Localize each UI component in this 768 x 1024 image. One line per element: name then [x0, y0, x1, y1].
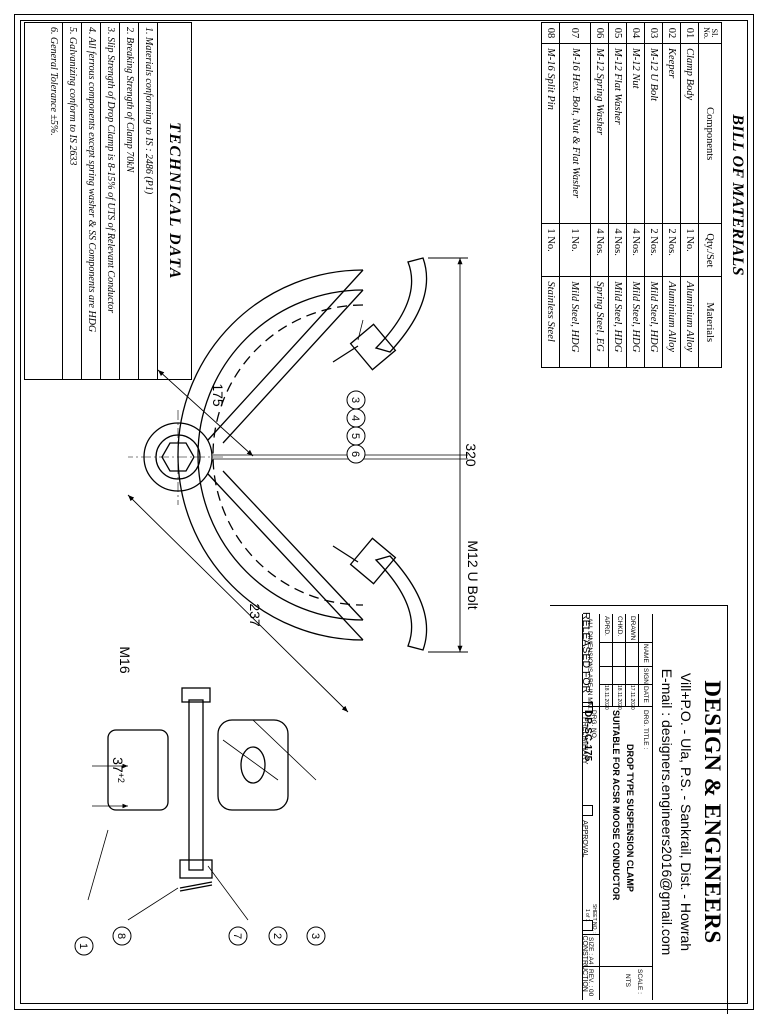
ubolt-label: M12 U Bolt [465, 540, 481, 609]
bolt-label: M16 [117, 646, 133, 673]
drg-title-line1: DROP TYPE SUSPENSION CLAMP [625, 744, 635, 892]
clamp-body [128, 269, 468, 641]
date-checked: 18.11.2020 [616, 685, 622, 710]
balloon [228, 926, 248, 946]
balloon [268, 926, 288, 946]
construction-label: CONSTRUCTION [581, 935, 588, 992]
side-cable-hole [240, 746, 266, 784]
balloon-label: 4 [349, 415, 361, 421]
leader-line [222, 739, 279, 781]
split-pin [179, 881, 213, 889]
preliminary-checkbox[interactable] [582, 702, 593, 714]
clamp-side-right-inner [222, 470, 364, 621]
col-sign: SIGN [642, 668, 649, 684]
balloon-group: 3 4 5 6 [346, 319, 366, 464]
dim-left-label: 175 [210, 383, 226, 407]
grid-line [612, 614, 613, 706]
side-view [92, 687, 289, 892]
company-email: E-mail : designers.engineers2016@gmail.c… [659, 668, 675, 956]
keeper-left [374, 257, 428, 353]
scale-label: SCALE : [636, 969, 643, 994]
grid-line [600, 642, 653, 643]
balloon-label: 1 [77, 943, 89, 949]
dim-right-label: 237 [247, 603, 263, 627]
side-clamp-body [217, 719, 289, 811]
balloon-label: 7 [231, 933, 243, 939]
released-for-label: RELEASED FOR [580, 612, 592, 694]
grid-line [600, 666, 653, 667]
ubolt-left [349, 323, 397, 371]
drg-title-label: DRG. TITLE : [642, 710, 649, 750]
date-approved: 18.11.2020 [603, 685, 609, 710]
grid-line [625, 614, 626, 706]
balloon-label: 5 [349, 433, 361, 439]
balloon [306, 926, 326, 946]
dim-line-left [157, 369, 254, 457]
side-nut [179, 859, 213, 879]
company-address: Vill+P.O. - Ula, P.S. - Sankrail, Dist. … [678, 672, 694, 952]
leader-line [357, 319, 364, 341]
leader-line [127, 887, 179, 921]
side-bolt-shank [188, 699, 204, 871]
balloon-label: 3 [349, 397, 361, 403]
leader-line [252, 719, 317, 781]
grid-line [600, 966, 653, 967]
grid-line [652, 614, 653, 1000]
gap-dim-label: 37+2 [110, 757, 126, 783]
col-date: DATE [642, 686, 649, 703]
leader-line [87, 829, 109, 901]
grid-line [599, 614, 600, 1000]
balloon [74, 936, 94, 956]
dim-line-right [127, 494, 349, 713]
leader-line [207, 865, 249, 921]
col-name: NAME [642, 644, 649, 663]
clamp-side-right [207, 473, 364, 641]
checked-label: CHKD. [616, 616, 623, 637]
balloon-label: 8 [115, 933, 127, 939]
approved-label: APRD. [603, 616, 610, 636]
keepers [332, 257, 428, 651]
drg-title-line2: SUITABLE FOR ACSR MOOSE CONDUCTOR [611, 710, 621, 901]
dim-width-label: 320 [463, 443, 479, 467]
release-row: RELEASED FOR PRELIMINARY APPROVAL CONSTR… [571, 606, 593, 1014]
drawn-label: DRAWN [629, 616, 636, 641]
grid-line [638, 614, 639, 706]
ubolt-right [349, 537, 397, 585]
keeper-right [374, 555, 428, 651]
side-clamp-lug [107, 729, 169, 811]
date-drawn: 17.11.2020 [629, 685, 635, 710]
side-balloons: 3 2 7 8 1 [74, 719, 326, 956]
balloon [112, 926, 132, 946]
balloon [346, 444, 366, 464]
company-name: DESIGN & ENGINEERS [700, 680, 725, 944]
ubolt-thread-left [332, 345, 359, 363]
dimensions [127, 257, 468, 713]
split-pin [179, 884, 213, 892]
balloon-label: 6 [349, 451, 361, 457]
dimension-labels: 320 175 237 M12 U Bolt M16 37+2 [110, 383, 481, 783]
side-bolt-head [181, 687, 211, 703]
balloon-label: 2 [271, 933, 283, 939]
title-block: DESIGN & ENGINEERS Vill+P.O. - Ula, P.S.… [550, 605, 728, 1014]
clamp-hidden-arc [212, 304, 364, 606]
scale-value: NTS [624, 974, 631, 987]
construction-checkbox[interactable] [582, 920, 593, 932]
approval-checkbox[interactable] [582, 805, 593, 817]
ubolt-thread-right [332, 545, 359, 563]
preliminary-label: PRELIMINARY [581, 717, 588, 765]
approval-label: APPROVAL [581, 820, 588, 858]
balloon-label: 3 [309, 933, 321, 939]
